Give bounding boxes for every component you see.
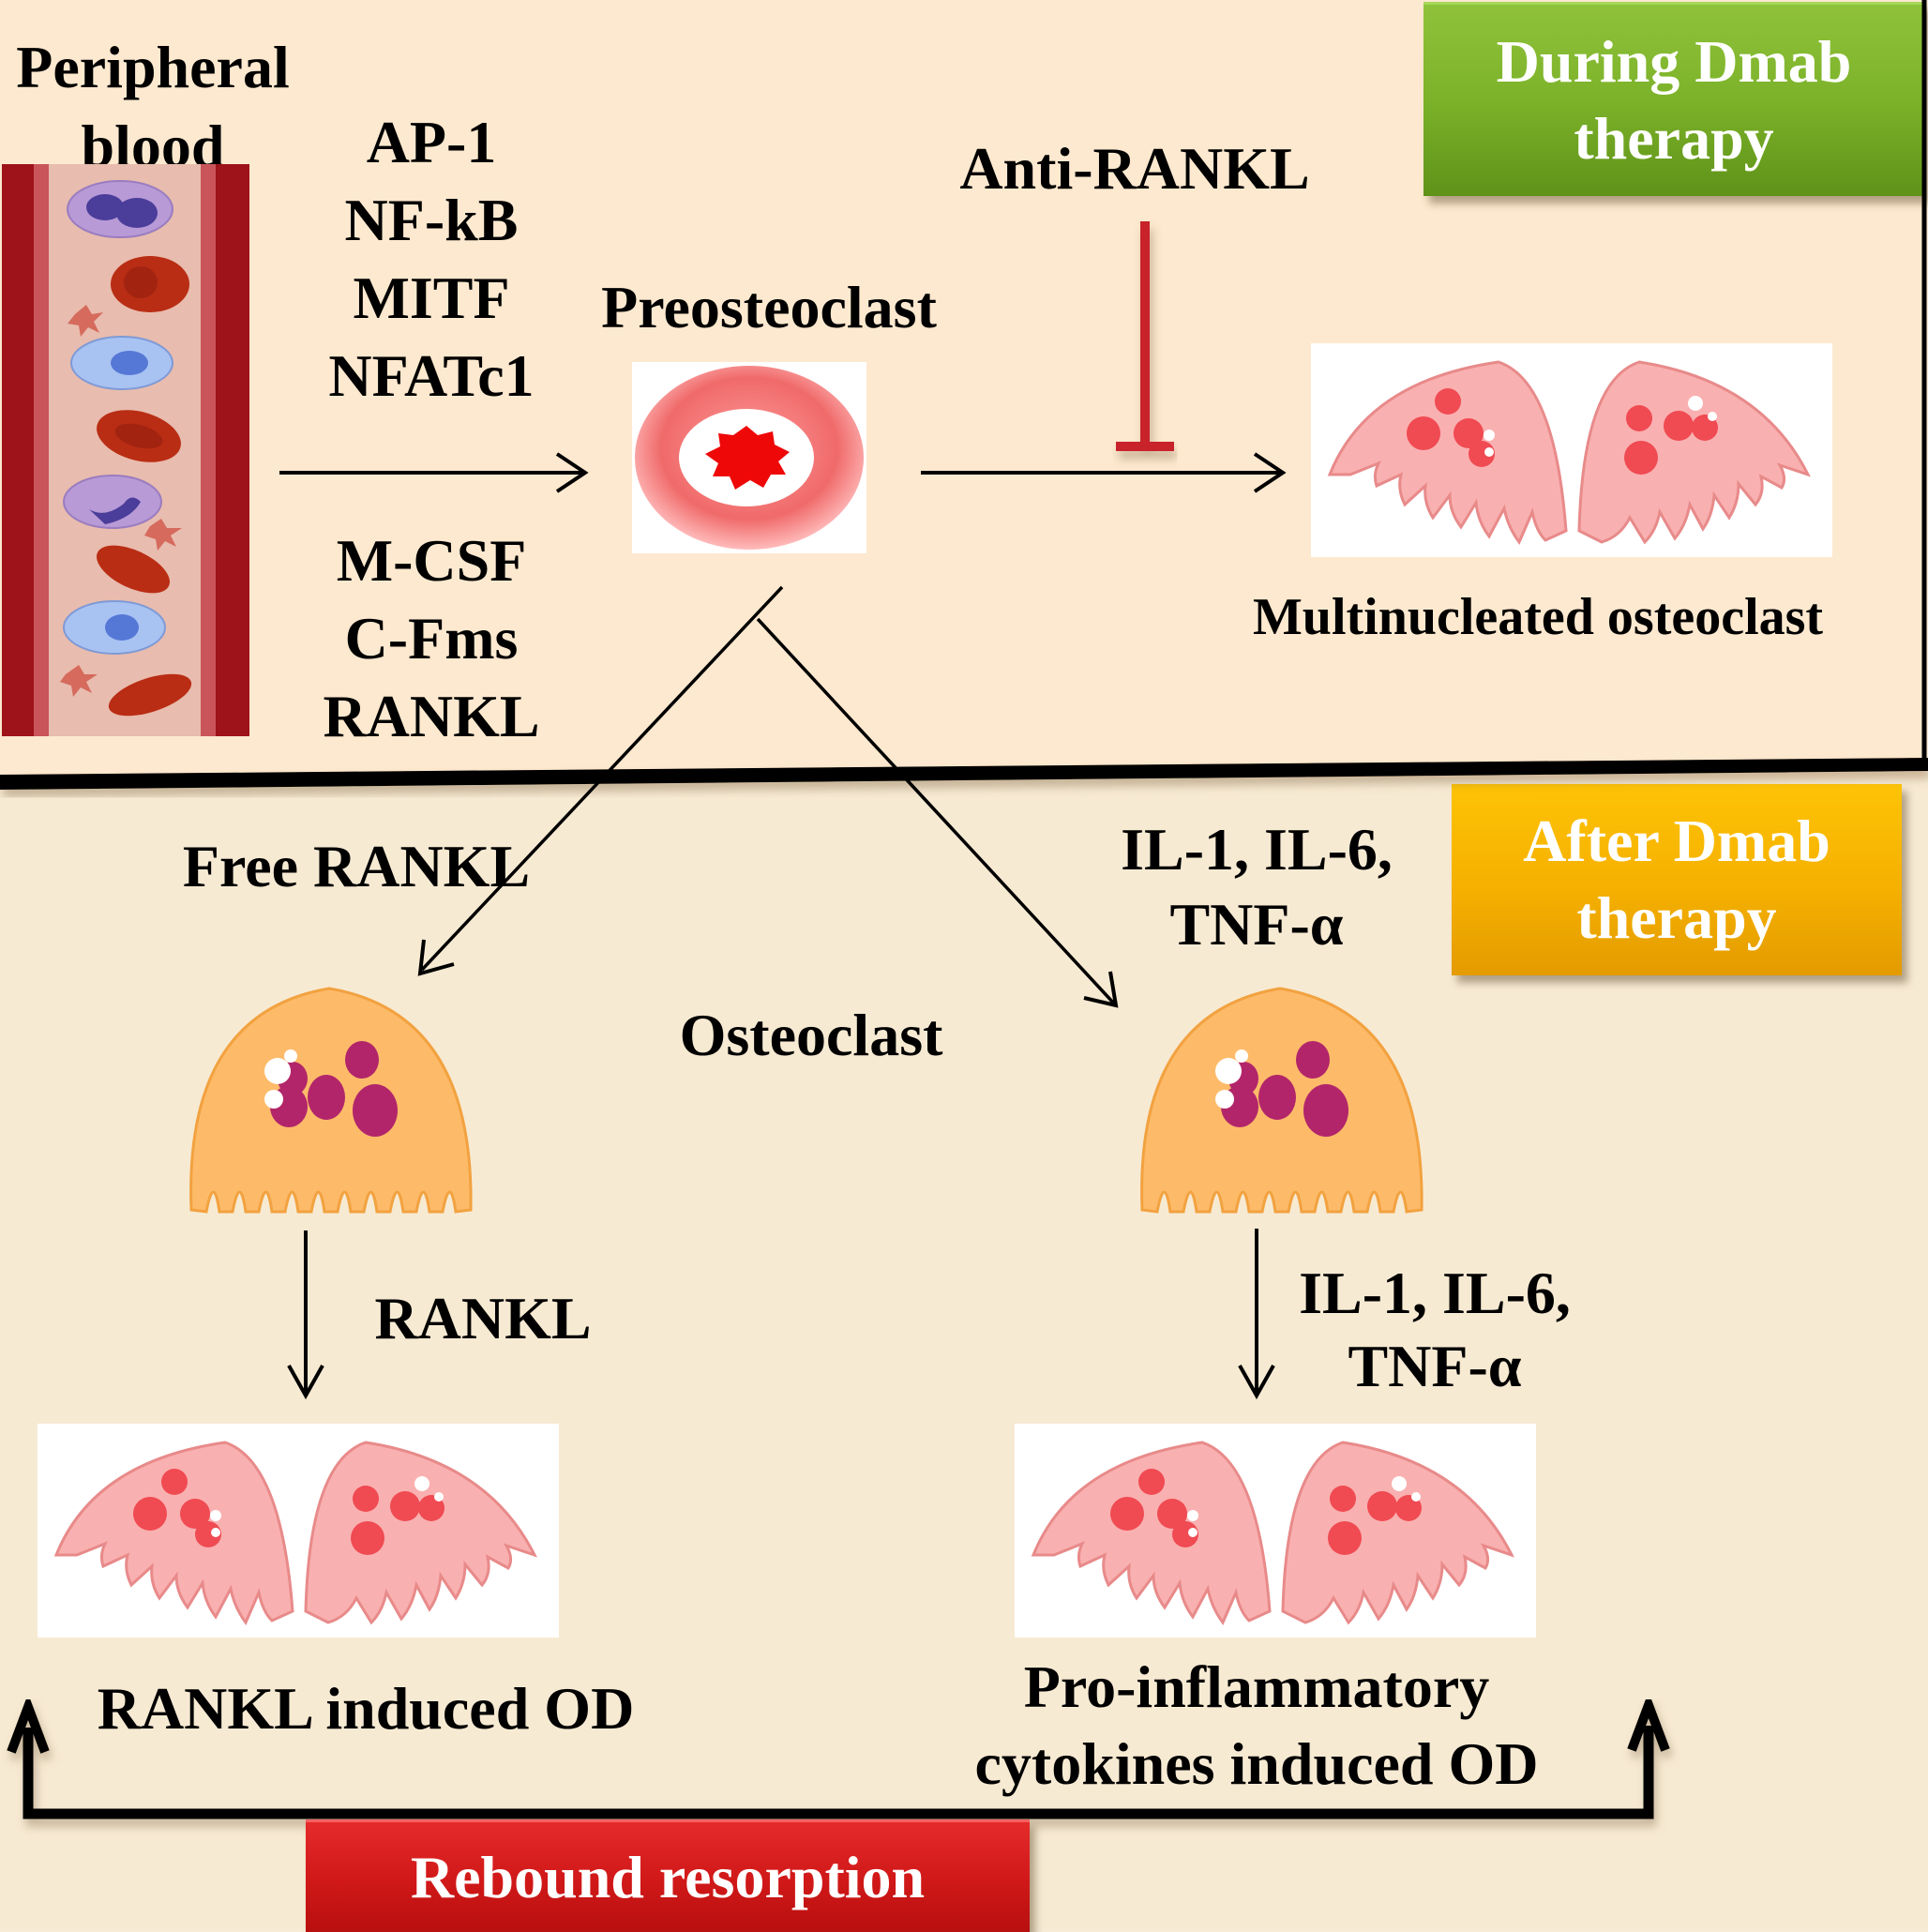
multinucleated-osteoclast-icon [1327, 360, 1811, 545]
arrow-head-icon [417, 939, 455, 976]
proinflam-od-image-box [1015, 1424, 1536, 1638]
monocyte-icon [70, 336, 173, 390]
cytokines-bottom-line1: IL-1, IL-6, [1299, 1260, 1571, 1326]
monocyte-icon [63, 600, 166, 655]
red-blood-cell-icon [97, 410, 181, 462]
proinflam-od-line1: Pro-inflammatory [1023, 1653, 1490, 1720]
platelet-icon [144, 519, 182, 551]
cytokines-bottom-line2: TNF-α [1348, 1333, 1522, 1399]
factor-nfkb: NF-kB [344, 187, 519, 253]
red-blood-cell-icon [111, 256, 189, 312]
preosteoclast-image-box [632, 362, 866, 553]
arrow-head-icon [1083, 971, 1119, 1008]
factor-cfms: C-Fms [344, 605, 519, 672]
rebound-resorption-label: Rebound resorption [410, 1843, 926, 1910]
platelet-icon [68, 305, 103, 337]
cytokines-top-line2: TNF-α [1169, 891, 1344, 958]
arrow-to-cytokine-osteoclast [756, 617, 1116, 1005]
after-badge-line2: therapy [1576, 884, 1777, 951]
proinflam-od-osteoclasts-icon [1031, 1441, 1514, 1625]
rankl-od-image-box [38, 1424, 559, 1638]
factor-rankl: RANKL [323, 683, 540, 749]
arrow-head-icon [1238, 1365, 1275, 1400]
osteoclast-left-icon [1327, 360, 1568, 545]
during-badge-line2: therapy [1574, 105, 1774, 172]
arrow-head-icon [1253, 452, 1287, 493]
rebound-resorption-badge: Rebound resorption [306, 1819, 1030, 1932]
proinflam-od-label: Pro-inflammatory cytokines induced OD [938, 1649, 1575, 1803]
cytokines-top-line1: IL-1, IL-6, [1121, 816, 1393, 883]
rankl-arrow-label: RANKL [374, 1285, 592, 1351]
platelet-icon [60, 665, 98, 697]
factor-nfatc1: NFATc1 [328, 342, 535, 409]
factor-mcsf: M-CSF [336, 527, 527, 594]
osteoclast-right-icon [1577, 360, 1811, 545]
red-blood-cell-icon [108, 673, 192, 717]
during-badge-line1: During Dmab [1496, 28, 1852, 95]
osteoclast-left-orange-icon [189, 987, 473, 1214]
red-blood-cell-icon [97, 545, 170, 594]
rankl-od-osteoclasts-icon [53, 1441, 537, 1625]
neutrophil-icon [67, 180, 173, 238]
after-badge-line1: After Dmab [1523, 808, 1830, 874]
arrow-head-icon [287, 1365, 324, 1400]
during-dmab-therapy-badge: During Dmab therapy [1423, 2, 1924, 196]
after-dmab-therapy-badge: After Dmab therapy [1452, 784, 1902, 975]
preosteoclast-cell-icon [635, 366, 864, 550]
multinucleated-osteoclast-image-box [1311, 343, 1832, 557]
cytokines-bottom-label: IL-1, IL-6, TNF-α [1275, 1257, 1594, 1403]
inhibition-bar-icon [1116, 221, 1174, 451]
panel-divider-line [0, 758, 1928, 790]
free-rankl-label: Free RANKL [182, 833, 531, 899]
multinucleated-osteoclast-label: Multinucleated osteoclast [1252, 588, 1824, 646]
factor-ap1: AP-1 [366, 109, 497, 175]
proinflam-od-line2: cytokines induced OD [974, 1730, 1539, 1797]
neutrophil-icon [63, 475, 162, 529]
transcription-factors-list: AP-1 NF-kB MITF NFATc1 [309, 103, 553, 415]
preosteoclast-label: Preosteoclast [601, 274, 937, 340]
arrow-head-icon [555, 452, 589, 493]
factor-mitf: MITF [353, 264, 510, 331]
arrow-to-free-rankl-osteoclast [420, 585, 784, 972]
cytokines-top-label: IL-1, IL-6, TNF-α [1078, 812, 1435, 962]
rankl-induced-od-label: RANKL induced OD [97, 1675, 635, 1742]
arrow-up-right-icon [1627, 1691, 1670, 1752]
cytokines-receptors-list: M-CSF C-Fms RANKL [300, 521, 563, 755]
arrow-up-left-icon [7, 1693, 50, 1754]
osteoclast-label: Osteoclast [679, 1002, 943, 1068]
osteoclast-right-orange-icon [1140, 987, 1423, 1214]
anti-rankl-label: Anti-RANKL [959, 135, 1310, 202]
blood-vessel-illustration [2, 164, 249, 736]
rebound-bracket [7, 1691, 1670, 1819]
peripheral-label-line1: Peripheral [16, 34, 290, 100]
